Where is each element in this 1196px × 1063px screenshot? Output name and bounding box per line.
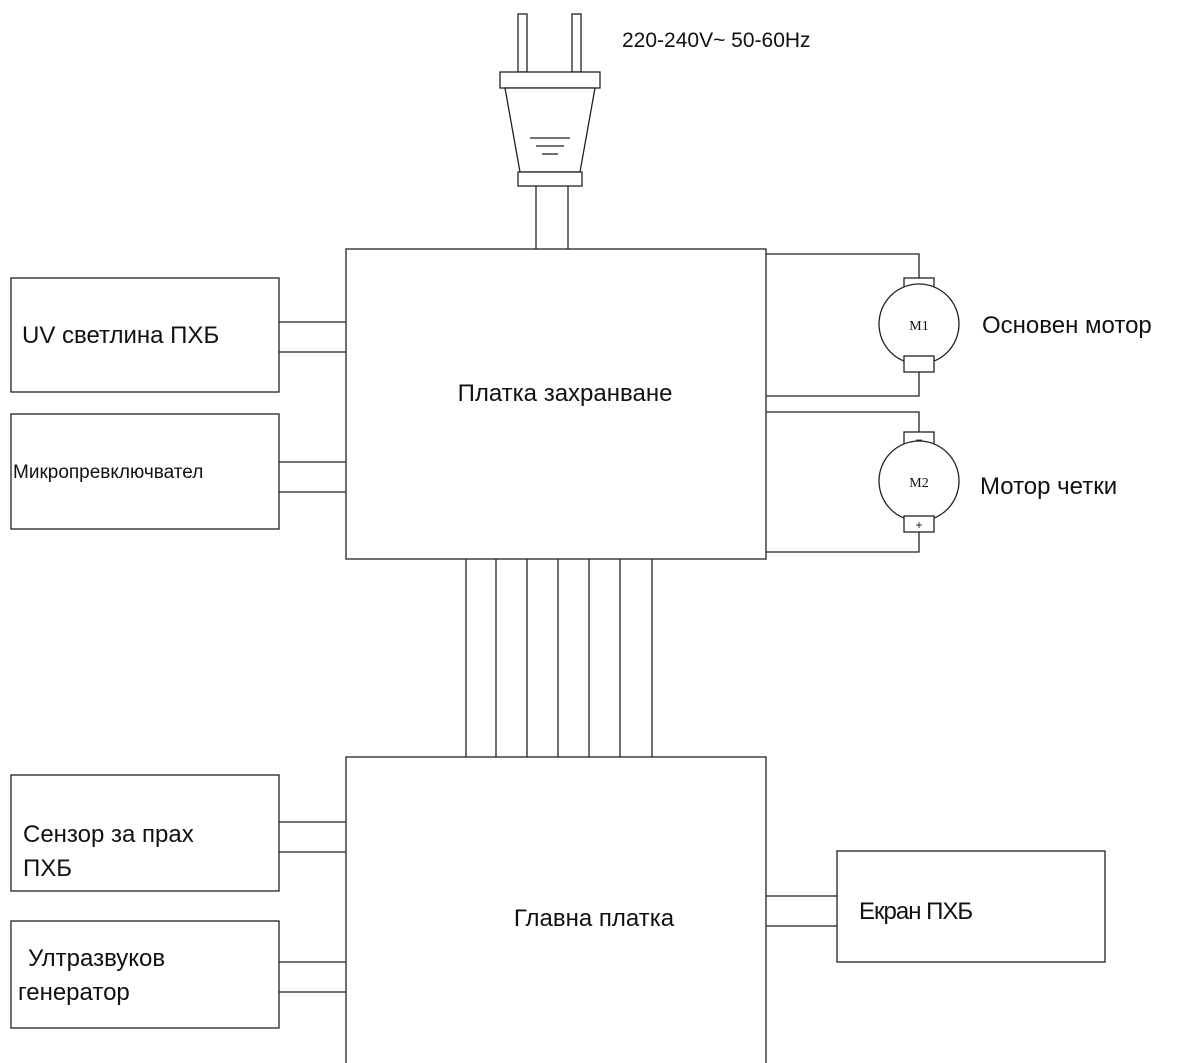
- power-board-label: Платка захранване: [458, 380, 673, 407]
- brush-motor-plus: +: [915, 518, 922, 532]
- dust-sensor-pcb-block: [10, 774, 280, 892]
- main-motor-icon: [766, 253, 960, 397]
- dust-sensor-pcb-label-1: Сензор за прах: [23, 821, 194, 848]
- micro-switch-block: [10, 413, 280, 530]
- screen-pcb-label: Екран ПХБ: [859, 898, 972, 925]
- main-board-block: [345, 756, 767, 1063]
- main-motor-id: M1: [909, 319, 928, 334]
- micro-switch-label: Микропревключвател: [13, 462, 203, 483]
- dust-sensor-pcb-label-2: ПХБ: [23, 855, 72, 882]
- power-board-block: [345, 248, 767, 560]
- ultrasonic-generator-block: [10, 920, 280, 1029]
- main-board-label: Главна платка: [514, 905, 675, 932]
- power-rating-label: 220-240V~ 50-60Hz: [622, 29, 811, 52]
- brush-motor-label: Мотор четки: [980, 473, 1117, 500]
- brush-motor-minus: −: [915, 433, 922, 447]
- board-interconnect-bus: [465, 559, 653, 757]
- ultrasonic-generator-label-2: генератор: [18, 979, 130, 1006]
- brush-motor-id: M2: [909, 476, 928, 491]
- uv-light-pcb-block: [10, 277, 280, 393]
- power-plug-icon: [499, 13, 601, 250]
- main-motor-label: Основен мотор: [982, 312, 1152, 339]
- screen-pcb-block: [836, 850, 1106, 963]
- ultrasonic-generator-label-1: Ултразвуков: [28, 945, 165, 972]
- uv-light-pcb-label: UV светлина ПХБ: [22, 322, 219, 349]
- brush-motor-icon: [766, 411, 960, 553]
